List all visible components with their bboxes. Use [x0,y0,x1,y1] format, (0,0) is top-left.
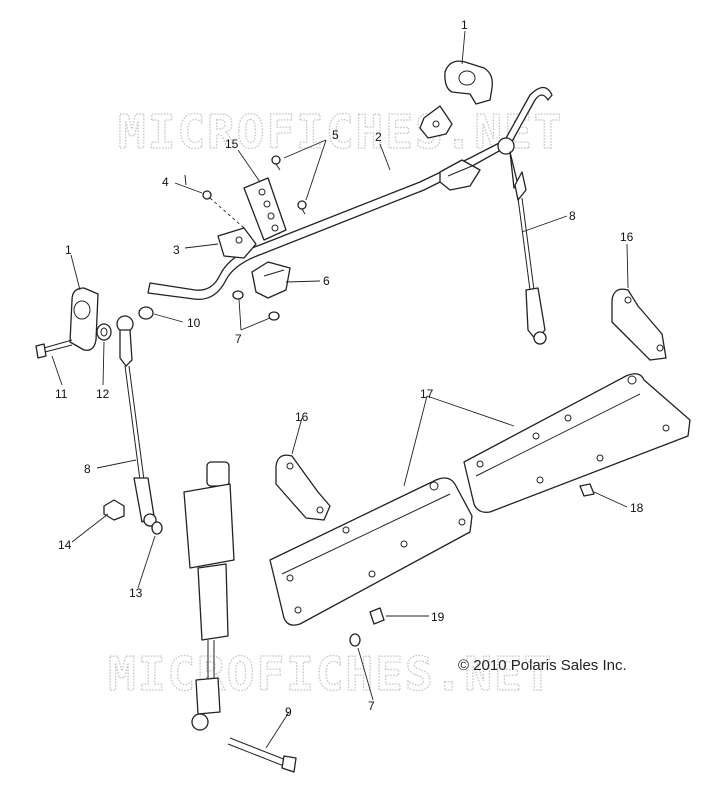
rail-17-lower [269,477,473,626]
callout-14: 14 [58,538,72,552]
callout-18: 18 [630,501,644,515]
callout-16-mid: 16 [295,410,309,424]
callout-4: 4 [162,175,169,189]
callout-1-left: 1 [65,243,72,257]
bolt-11 [35,339,73,359]
clamp-right [439,159,481,191]
washer-12 [96,323,112,341]
callout-8-right: 8 [569,209,576,223]
callout-8-left: 8 [84,462,91,476]
callout-11: 11 [55,387,68,401]
shock-absorber [183,461,235,731]
leader-lines [51,30,629,749]
callout-2: 2 [375,130,382,144]
callout-5: 5 [332,128,339,142]
bolt-18 [579,483,595,497]
bracket-16-mid [275,454,331,521]
callout-1-top: 1 [461,18,468,32]
bolt-5b [297,200,307,215]
nut-7-bottom [349,633,361,647]
clamp-3 [217,227,257,259]
bolt-19 [369,607,385,625]
callout-10: 10 [187,316,201,330]
callout-15: 15 [225,137,239,151]
bushing-left [69,287,99,351]
callout-17: 17 [420,387,434,401]
rail-17-upper [463,373,691,513]
nut-10 [138,306,154,320]
nut-14 [103,499,125,521]
bolt-4 [202,190,245,229]
callout-19: 19 [431,610,445,624]
bolt-9 [227,737,297,773]
callouts: 1 2 5 15 4 3 6 7 8 16 1 10 11 12 8 14 13… [55,18,644,719]
callout-12: 12 [96,387,110,401]
callout-13: 13 [129,586,143,600]
callout-6: 6 [323,274,330,288]
link-left [116,315,157,527]
bolt-5a [271,155,281,171]
copyright-text: © 2010 Polaris Sales Inc. [458,657,627,674]
nut-13 [151,521,163,535]
callout-16-right: 16 [620,230,634,244]
bracket-16-right [611,288,667,361]
callout-7-bottom: 7 [368,699,375,713]
clamp-top [419,105,453,139]
nut-7b [268,311,280,321]
watermark-bottom: MICROFICHES.NET [108,647,553,701]
link-right [497,137,547,345]
clamp-6 [251,261,291,299]
callout-9: 9 [285,705,292,719]
mount-plate [243,177,287,241]
stabilizer-bar [147,86,553,301]
callout-3: 3 [173,243,180,257]
callout-7-top: 7 [235,332,242,346]
nut-7a [232,290,244,300]
bushing-top [444,60,493,105]
